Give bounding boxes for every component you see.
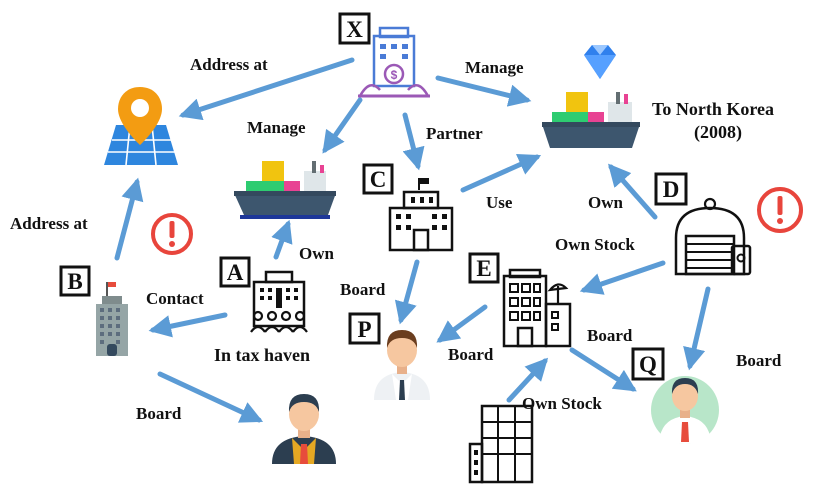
node-letter-b: B xyxy=(59,265,91,297)
label-x-partner: Partner xyxy=(426,124,483,143)
node-letters: X A B C D E P Q xyxy=(59,12,688,381)
businessman-avatar-icon xyxy=(272,394,336,464)
label-x-address: Address at xyxy=(190,55,268,74)
person-avatar-icon xyxy=(651,376,719,444)
node-letter-c-text: C xyxy=(370,167,387,192)
node-letter-e: E xyxy=(468,252,500,284)
node-letter-b-text: B xyxy=(67,269,82,294)
arrow-d-own-stock xyxy=(579,260,666,295)
arrow-c-use xyxy=(460,154,542,193)
arrow-x-address xyxy=(178,57,355,121)
broadcast-building-icon xyxy=(502,268,572,348)
label-f-own-stock: Own Stock xyxy=(522,394,602,413)
bank-building-icon: $ xyxy=(358,26,430,98)
node-letter-d-text: D xyxy=(663,177,680,202)
label-e-board-p: Board xyxy=(448,345,494,364)
arrow-x-manage-right xyxy=(435,75,532,107)
node-letter-a: A xyxy=(219,256,251,288)
cargo-ship-icon xyxy=(234,161,336,219)
svg-text:$: $ xyxy=(391,68,398,82)
government-building-icon xyxy=(388,178,454,252)
node-letter-p: P xyxy=(348,312,381,345)
arrow-a-own xyxy=(271,219,293,260)
cargo-ship-icon xyxy=(542,92,640,148)
label-c-use: Use xyxy=(486,193,513,212)
annotation-tax-haven: In tax haven xyxy=(214,345,310,365)
node-letter-x: X xyxy=(338,12,371,45)
label-d-own-stock: Own Stock xyxy=(555,235,635,254)
arrow-c-board xyxy=(394,259,420,325)
label-a-contact: Contact xyxy=(146,289,204,308)
warehouse-icon xyxy=(674,197,752,276)
arrow-d-own xyxy=(608,163,658,220)
node-letter-a-text: A xyxy=(227,260,244,285)
node-letter-q: Q xyxy=(631,347,665,381)
businessman-avatar-icon xyxy=(374,330,430,400)
arrow-b-board xyxy=(157,371,264,423)
node-letter-c: C xyxy=(362,163,394,195)
map-location-icon xyxy=(104,87,178,166)
node-letter-p-text: P xyxy=(357,317,371,342)
arrows xyxy=(114,57,711,423)
node-letter-e-text: E xyxy=(476,256,491,281)
diamond-icon xyxy=(584,45,616,79)
label-e-board-q: Board xyxy=(587,326,633,345)
edge-labels: Address at Manage Manage Partner Address… xyxy=(10,55,782,423)
arrow-b-address xyxy=(114,177,144,261)
label-d-own: Own xyxy=(588,193,624,212)
label-c-board: Board xyxy=(340,280,386,299)
arrow-e-board-q xyxy=(569,347,637,392)
arrow-e-board-p xyxy=(436,304,488,343)
label-d-board: Board xyxy=(736,351,782,370)
label-x-manage-right: Manage xyxy=(465,58,524,77)
node-letter-d: D xyxy=(654,172,688,206)
office-building-icon xyxy=(250,270,308,333)
arrow-x-manage-left xyxy=(322,97,363,154)
label-x-manage-left: Manage xyxy=(247,118,306,137)
arrow-x-partner xyxy=(402,112,425,171)
annotation-north-korea-year: (2008) xyxy=(694,122,742,143)
node-letter-x-text: X xyxy=(346,17,363,42)
label-b-board: Board xyxy=(136,404,182,423)
annotation-north-korea: To North Korea xyxy=(652,99,774,119)
label-a-own: Own xyxy=(299,244,335,263)
arrow-a-contact xyxy=(148,312,228,338)
alert-icon xyxy=(151,213,193,255)
label-b-address: Address at xyxy=(10,214,88,233)
node-letter-q-text: Q xyxy=(639,352,657,377)
tower-building-icon xyxy=(96,282,128,356)
alert-icon xyxy=(757,187,803,233)
arrow-f-own-stock xyxy=(506,357,549,403)
arrow-d-board xyxy=(683,286,711,371)
skyscraper-icon xyxy=(468,404,534,484)
